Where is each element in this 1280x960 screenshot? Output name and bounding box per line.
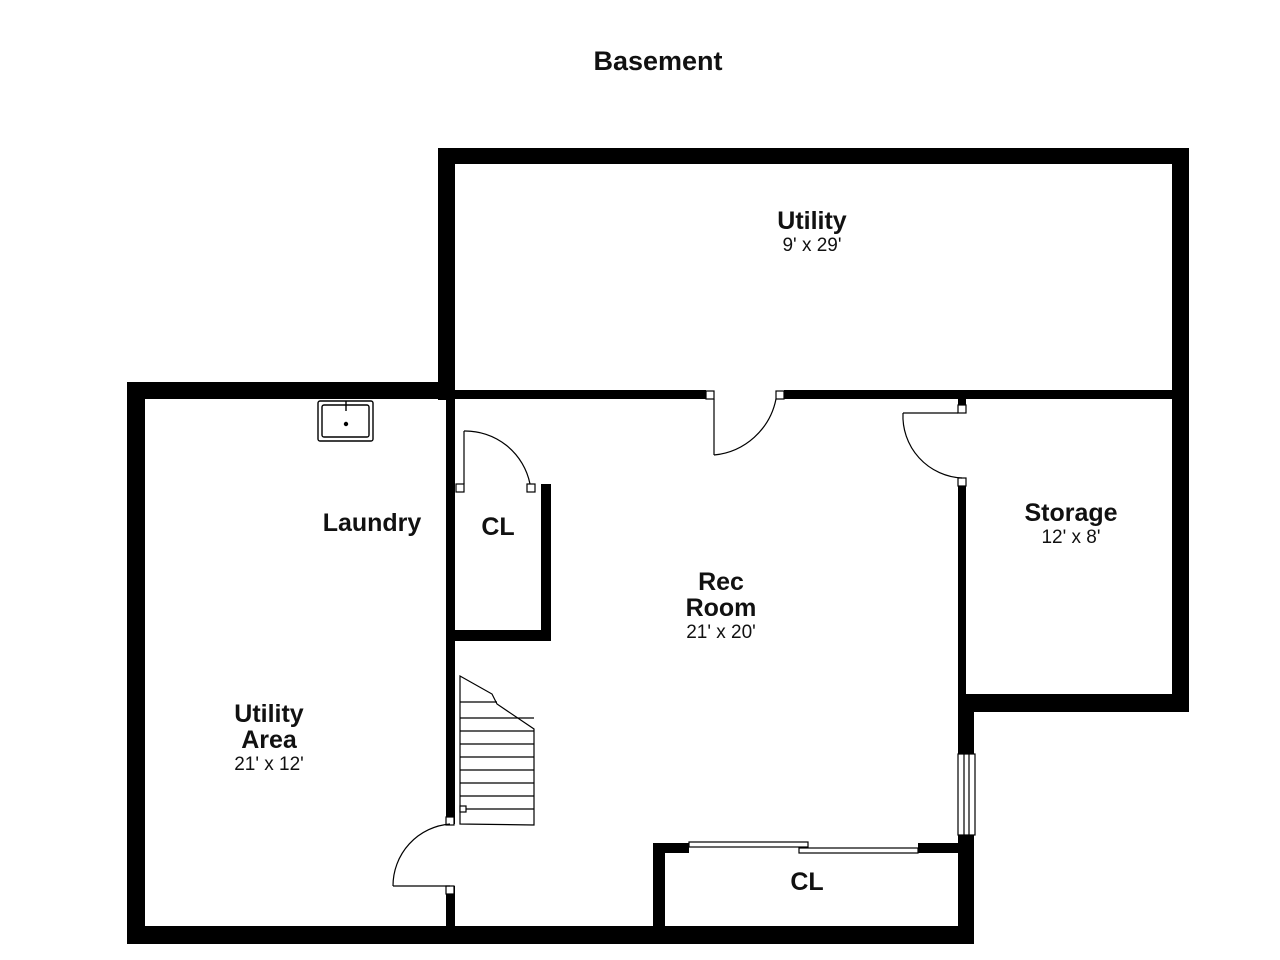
interior-walls [438, 390, 1189, 944]
sink-icon [317, 400, 374, 442]
room-name-rec-line1: Rec [698, 568, 744, 596]
room-name-utility: Utility [777, 207, 847, 235]
room-dims-storage: 12' x 8' [1041, 527, 1100, 548]
room-name-closet-upper: CL [481, 513, 514, 541]
room-laundry: Laundry [323, 509, 422, 537]
room-dims-rec: 21' x 20' [686, 622, 756, 643]
room-rec-room: Rec Room 21' x 20' [686, 568, 757, 643]
door-swing-icon [392, 390, 967, 895]
room-name-storage: Storage [1024, 499, 1117, 527]
room-storage: Storage 12' x 8' [1024, 499, 1117, 548]
room-name-rec-line2: Room [686, 594, 757, 622]
exterior-walls [127, 148, 1189, 944]
window-icon [957, 753, 976, 836]
room-name-laundry: Laundry [323, 509, 422, 537]
room-dims-utility: 9' x 29' [782, 235, 841, 256]
room-utility-area: Utility Area 21' x 12' [234, 700, 304, 775]
sliding-door-icon [688, 841, 919, 854]
room-name-utility-area-line1: Utility [234, 700, 304, 728]
room-closet-lower: CL [790, 868, 823, 896]
room-name-closet-lower: CL [790, 868, 823, 896]
staircase-icon [459, 674, 535, 826]
plan-title: Basement [593, 46, 722, 76]
room-name-utility-area-line2: Area [241, 726, 298, 754]
room-closet-upper: CL [481, 513, 514, 541]
room-utility: Utility 9' x 29' [777, 207, 847, 256]
room-dims-utility-area: 21' x 12' [234, 754, 304, 775]
